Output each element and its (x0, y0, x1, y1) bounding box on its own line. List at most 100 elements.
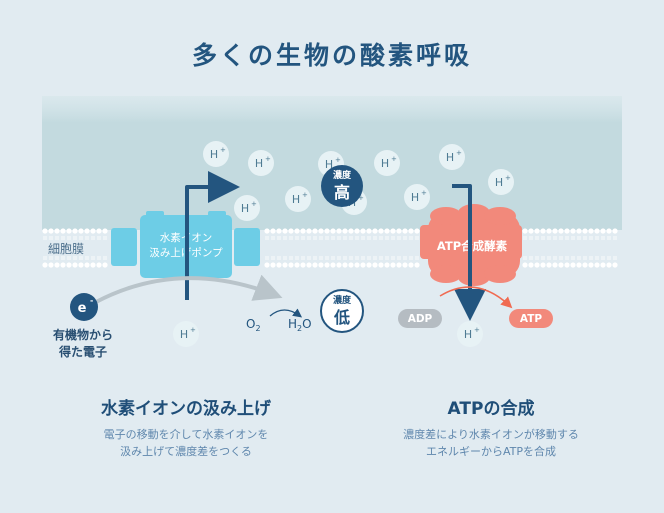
lipid-head (264, 262, 270, 268)
atp-synthase (420, 204, 522, 286)
lipid-head (78, 262, 84, 268)
lipid-head (564, 228, 570, 234)
lipid-head (522, 228, 528, 234)
hydrogen-ion-symbol: H (255, 157, 263, 170)
lipid-head (408, 262, 414, 268)
lipid-head (552, 228, 558, 234)
hydrogen-ion-symbol: H (495, 176, 503, 189)
hydrogen-ion-symbol: H (381, 157, 389, 170)
lipid-head (312, 262, 318, 268)
page-title: 多くの生物の酸素呼吸 (191, 41, 472, 70)
curved-arrow-icon (439, 286, 513, 309)
adp-badge (398, 309, 442, 328)
lipid-head (276, 262, 282, 268)
lipid-head (324, 228, 330, 234)
hydrogen-ion-symbol: H (180, 328, 188, 341)
down-arrow-icon (452, 184, 486, 321)
lipid-head (336, 262, 342, 268)
lipid-head (270, 228, 276, 234)
lipid-head (300, 262, 306, 268)
lipid-head (528, 228, 534, 234)
lipid-head (390, 262, 396, 268)
hydrogen-ion-icon: H+ (457, 321, 483, 347)
hydrogen-ion-icon: H+ (234, 195, 260, 221)
lipid-head (282, 228, 288, 234)
lipid-head (600, 228, 606, 234)
hydrogen-ion-circle (374, 150, 400, 176)
hydrogen-ion-circle (234, 195, 260, 221)
lipid-head (60, 262, 66, 268)
lipid-head (588, 262, 594, 268)
concentration-low-label: 濃度 (333, 294, 352, 306)
lipid-head (330, 262, 336, 268)
lipid-head (528, 262, 534, 268)
hydrogen-ion-icon: H+ (404, 184, 430, 210)
lipid-head (294, 262, 300, 268)
lipid-head (96, 262, 102, 268)
lipid-head (606, 228, 612, 234)
lipid-head (396, 228, 402, 234)
lipid-head (42, 262, 48, 268)
lipid-head (378, 228, 384, 234)
lipid-head (330, 228, 336, 234)
electron-path-arrow (95, 274, 283, 304)
hydrogen-ion-charge: + (358, 194, 364, 202)
lipid-head (594, 228, 600, 234)
hydrogen-ion-circle (285, 186, 311, 212)
lipid-head (324, 262, 330, 268)
electron-caption-line1: 有機物から (52, 328, 113, 342)
lipid-head (570, 262, 576, 268)
lipid-head (288, 262, 294, 268)
section-pump-body: 電子の移動を介して水素イオンを 汲み上げて濃度差をつくる (36, 426, 336, 460)
lipid-head (54, 262, 60, 268)
lipid-head (540, 228, 546, 234)
lipid-head (384, 228, 390, 234)
lipid-head (306, 228, 312, 234)
hydrogen-ion-circle (173, 321, 199, 347)
hydrogen-ion-circle (439, 144, 465, 170)
hydrogen-ion-charge: + (265, 155, 271, 163)
section-atp-body-line2: エネルギーからATPを合成 (425, 445, 557, 458)
lipid-head (534, 262, 540, 268)
lipid-head (576, 262, 582, 268)
lipid-head (612, 262, 618, 268)
lipid-head (282, 262, 288, 268)
hydrogen-ion-circle (457, 321, 483, 347)
lipid-head (42, 228, 48, 234)
lipid-head (54, 228, 60, 234)
lipid-head (576, 228, 582, 234)
lipid-head (540, 262, 546, 268)
hydrogen-ions: H+H+H+H+H+H+H+H+H+H+H+H+ (173, 141, 514, 347)
hydrogen-ion-symbol: H (446, 151, 454, 164)
lipid-head (546, 262, 552, 268)
lipid-head (90, 262, 96, 268)
lipid-head (360, 262, 366, 268)
hydrogen-ion-symbol: H (210, 148, 218, 161)
lipid-head (372, 262, 378, 268)
lipid-head (78, 228, 84, 234)
lipid-head (264, 228, 270, 234)
lipid-head (102, 228, 108, 234)
lipid-head (414, 228, 420, 234)
lipid-head (276, 228, 282, 234)
lipid-head (72, 262, 78, 268)
lipid-head (48, 262, 54, 268)
lipid-head (594, 262, 600, 268)
section-atp-body-line1: 濃度差により水素イオンが移動する (403, 428, 579, 441)
lipid-head (84, 228, 90, 234)
hydrogen-ion-icon: H+ (203, 141, 229, 167)
lipid-head (546, 228, 552, 234)
membrane-label: 細胞膜 (48, 242, 85, 256)
electron-symbol: e (78, 301, 87, 316)
hydrogen-ion-icon: H+ (374, 150, 400, 176)
lipid-head (366, 228, 372, 234)
lipid-head (372, 228, 378, 234)
concentration-high-badge (321, 165, 363, 207)
atp-badge (509, 309, 553, 328)
hydrogen-ion-circle (404, 184, 430, 210)
lipid-head (402, 228, 408, 234)
electron-icon (70, 293, 98, 321)
h2o-formula: H2O (288, 317, 312, 333)
hydrogen-ion-symbol: H (325, 158, 333, 171)
